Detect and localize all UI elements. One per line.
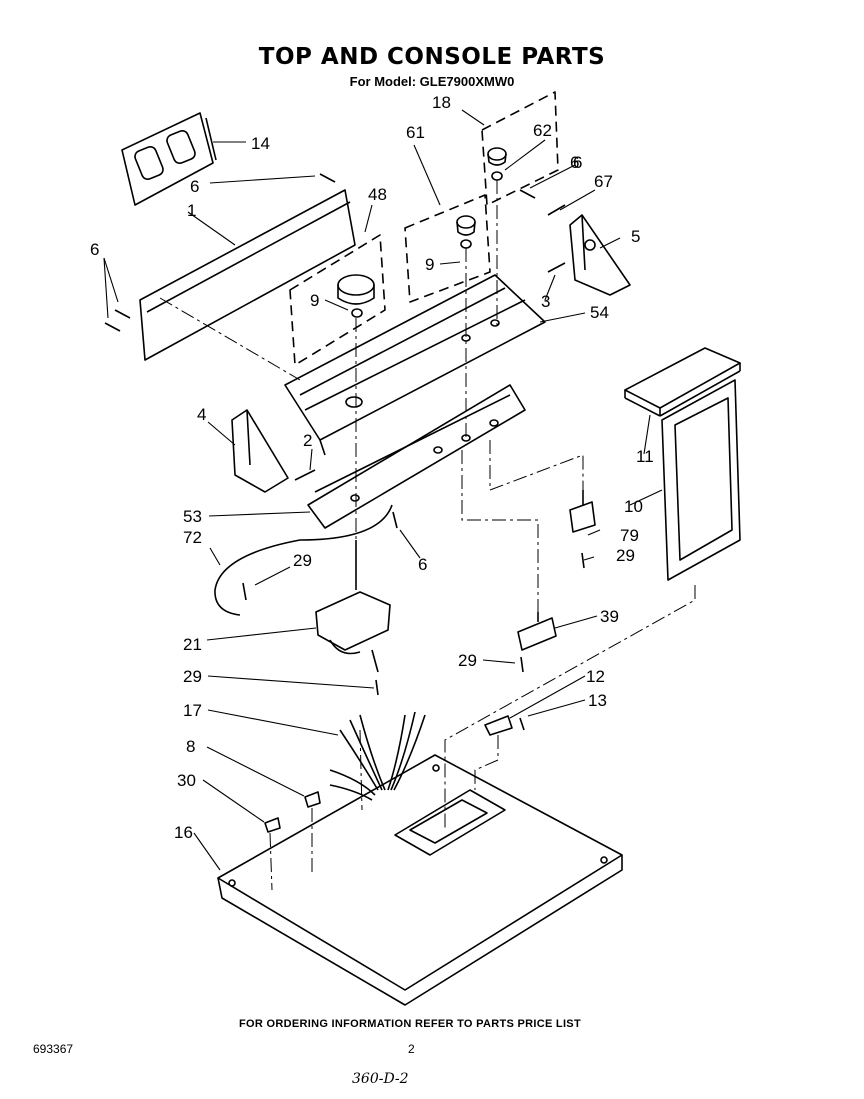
callout-29: 29 <box>293 551 312 570</box>
callout-9: 9 <box>425 255 434 274</box>
page-number: 2 <box>408 1042 415 1056</box>
callout-6: 6 <box>570 153 579 172</box>
callout-72: 72 <box>183 528 202 547</box>
part-10-frame <box>661 379 741 581</box>
callout-6: 6 <box>90 240 99 259</box>
callout-30: 30 <box>177 771 196 790</box>
callout-1: 1 <box>187 201 196 220</box>
part-61-knob-group <box>404 194 491 303</box>
part-14-bracket <box>121 112 217 206</box>
part-16-top <box>217 754 623 1006</box>
callout-29: 29 <box>458 651 477 670</box>
callout-39: 39 <box>600 607 619 626</box>
callout-29: 29 <box>183 667 202 686</box>
callout-21: 21 <box>183 635 202 654</box>
callout-29: 29 <box>616 546 635 565</box>
callout-14: 14 <box>251 134 270 153</box>
callout-54: 54 <box>590 303 609 322</box>
callout-12: 12 <box>586 667 605 686</box>
callout-48: 48 <box>368 185 387 204</box>
callout-11: 11 <box>636 447 654 466</box>
callout-13: 13 <box>588 691 607 710</box>
part-1-panel <box>139 189 356 361</box>
part-18-knob-group <box>481 91 559 206</box>
callout-3: 3 <box>541 292 550 311</box>
part-54-console <box>284 274 546 456</box>
callout-8: 8 <box>186 737 195 756</box>
part-30-clip <box>264 817 281 833</box>
screws <box>104 173 585 731</box>
callout-53: 53 <box>183 507 202 526</box>
callout-9: 9 <box>310 291 319 310</box>
part-8-clip <box>304 791 321 808</box>
ordering-note: FOR ORDERING INFORMATION REFER TO PARTS … <box>239 1018 581 1030</box>
callout-6: 6 <box>418 555 427 574</box>
part-72-wire <box>214 504 393 616</box>
callout-79: 79 <box>620 526 639 545</box>
part-48-knob-group <box>289 234 386 366</box>
part-3-screw <box>547 262 566 273</box>
part-67-clip <box>547 204 566 216</box>
part-53-channel <box>307 384 526 529</box>
page-title: TOP AND CONSOLE PARTS <box>258 44 606 70</box>
callout-16: 16 <box>174 823 193 842</box>
document-number: 693367 <box>33 1042 74 1056</box>
callout-10: 10 <box>624 497 643 516</box>
part-21-timer <box>315 540 391 673</box>
part-12-clip <box>484 715 513 736</box>
callout-4: 4 <box>197 405 206 424</box>
part-4-end-bracket <box>231 409 289 493</box>
part-79-switch <box>569 490 596 533</box>
callout-2: 2 <box>303 431 312 450</box>
part-2-screw <box>294 469 316 481</box>
callout-62: 62 <box>533 121 552 140</box>
part-5-end-bracket <box>569 214 631 296</box>
part-39-switch <box>517 612 557 651</box>
callout-18: 18 <box>432 93 451 112</box>
callout-61: 61 <box>406 123 425 142</box>
callout-5: 5 <box>631 227 640 246</box>
callout-6: 6 <box>190 177 199 196</box>
callout-6: 6 <box>573 153 582 172</box>
handwritten-note: 360-D-2 <box>352 1071 409 1087</box>
callout-67: 67 <box>594 172 613 191</box>
model-subtitle: For Model: GLE7900XMW0 <box>349 74 515 89</box>
callout-17: 17 <box>183 701 202 720</box>
part-11-glass <box>624 347 741 417</box>
